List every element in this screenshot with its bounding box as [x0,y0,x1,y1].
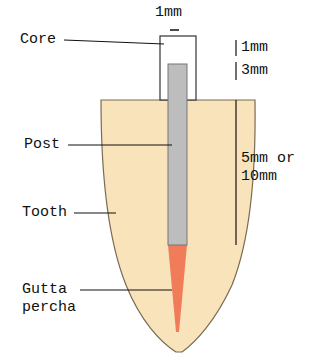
dimension-label: 1mm [155,4,182,22]
part-label: Gutta percha [22,281,82,317]
dimension-bar [235,62,236,80]
dimension-bar [235,40,236,56]
dimension-label: 1mm [241,39,268,57]
leader-line [68,144,172,145]
gutta-percha-fill [168,245,187,332]
width-tick [170,29,179,31]
dimension-label: 5mm or 10mm [241,150,311,186]
dimension-label: 3mm [241,62,268,80]
part-label: Post [24,136,60,154]
leader-line [64,40,164,44]
leader-line [80,289,172,290]
part-label: Tooth [22,204,67,222]
dimension-bar [235,100,236,245]
leader-line [74,212,116,213]
post-rect [168,64,187,245]
part-label: Core [20,31,56,49]
